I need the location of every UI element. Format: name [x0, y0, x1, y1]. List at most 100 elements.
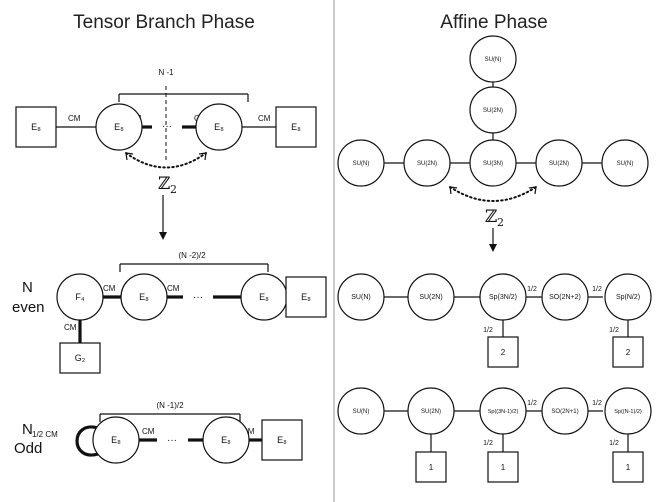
svg-text:SU(3N): SU(3N) [483, 161, 503, 167]
affine-z2-label: ℤ [485, 207, 497, 227]
svg-text:2: 2 [626, 348, 631, 357]
affine-quiver: SU(N) SU(2N) SU(N) SU(2N) SU(3N) SU(2N) … [337, 35, 649, 229]
svg-text:1/2: 1/2 [609, 327, 619, 334]
even-r-box-b: 2 [612, 336, 644, 368]
svg-text:E₈: E₈ [31, 122, 41, 132]
affine-node-4: SU(2N) [535, 139, 583, 187]
svg-text:2: 2 [170, 183, 177, 196]
svg-text:CM: CM [242, 427, 255, 436]
svg-text:2: 2 [501, 348, 506, 357]
svg-text:E₈: E₈ [114, 122, 124, 132]
svg-text:E₈: E₈ [259, 292, 269, 302]
svg-text:CM: CM [142, 427, 155, 436]
odd-r-box-a: 1 [415, 451, 447, 483]
affine-node-5: SU(N) [601, 139, 649, 187]
odd-r-node-5: Sp((N-1)/2) [604, 387, 652, 435]
even-chain: N even (N -2)/2 CM CM CM CM ··· F₄ E₈ E₈ [12, 251, 327, 374]
svg-text:CM: CM [64, 323, 77, 332]
svg-text:CM: CM [258, 114, 271, 123]
svg-text:SU(2N): SU(2N) [419, 294, 442, 301]
top-right-frame: E₈ [275, 106, 317, 148]
odd-brace-label: (N -1)/2 [156, 401, 184, 410]
odd-n: N [22, 421, 33, 438]
even-node-2: E₈ [240, 273, 288, 321]
svg-text:···: ··· [193, 292, 203, 303]
even-brace-label: (N -2)/2 [178, 251, 206, 260]
svg-text:1/2: 1/2 [483, 327, 493, 334]
right-title: Affine Phase [440, 12, 547, 33]
even-label: even [12, 299, 45, 316]
svg-text:1/2: 1/2 [527, 400, 537, 407]
svg-text:SU(N): SU(N) [485, 57, 502, 63]
top-chain: N -1 CM CM CM CM ··· E₈ E₈ E₈ E₈ ℤ 2 [15, 68, 317, 196]
ellipsis: ··· [162, 121, 172, 132]
odd-r-node-4: SO(2N+1) [541, 387, 589, 435]
svg-text:Sp(N/2): Sp(N/2) [616, 294, 640, 301]
svg-text:1/2: 1/2 [483, 440, 493, 447]
odd-r-node-2: SU(2N) [407, 387, 455, 435]
even-r-node-5: Sp(N/2) [604, 273, 652, 321]
svg-text:F₄: F₄ [75, 292, 84, 302]
svg-text:E₈: E₈ [277, 435, 287, 445]
odd-node-1: E₈ [92, 416, 140, 464]
even-r-node-4: SO(2N+2) [541, 273, 589, 321]
svg-text:CM: CM [68, 114, 81, 123]
even-frame: E₈ [285, 276, 327, 318]
svg-text:Sp((3N-1)/2): Sp((3N-1)/2) [488, 409, 519, 415]
svg-text:SU(2N): SU(2N) [417, 161, 437, 167]
odd-chain: N Odd (N -1)/2 1/2 CM CM CM ··· E₈ E₈ E₈ [14, 401, 303, 464]
svg-text:1/2: 1/2 [527, 286, 537, 293]
svg-text:1/2: 1/2 [592, 400, 602, 407]
z2-arc [125, 152, 207, 169]
svg-text:E₈: E₈ [214, 122, 224, 132]
svg-text:SU(2N): SU(2N) [549, 161, 569, 167]
even-r-node-3: Sp(3N/2) [479, 273, 527, 321]
svg-text:E₈: E₈ [221, 435, 231, 445]
even-node-1: E₈ [120, 273, 168, 321]
svg-text:SO(2N+2): SO(2N+2) [549, 294, 581, 301]
g2-node: G₂ [59, 342, 101, 374]
affine-top-node: SU(N) [469, 35, 517, 83]
even-n: N [22, 279, 33, 296]
even-r-box-a: 2 [487, 336, 519, 368]
svg-text:E₈: E₈ [291, 122, 301, 132]
z2-label: ℤ [158, 174, 170, 194]
even-right-quiver: 1/2 1/2 1/2 1/2 SU(N) SU(2N) Sp(3N/2) SO… [337, 273, 652, 368]
svg-text:SU(2N): SU(2N) [483, 108, 503, 114]
svg-text:SU(2N): SU(2N) [421, 409, 441, 415]
svg-text:SU(N): SU(N) [351, 294, 370, 301]
top-left-frame: E₈ [15, 106, 57, 148]
svg-text:E₈: E₈ [139, 292, 149, 302]
odd-r-node-3: Sp((3N-1)/2) [479, 387, 527, 435]
svg-text:G₂: G₂ [75, 353, 86, 363]
svg-text:1/2: 1/2 [609, 440, 619, 447]
svg-text:CM: CM [167, 284, 180, 293]
svg-text:SU(N): SU(N) [617, 161, 634, 167]
even-r-node-2: SU(2N) [407, 273, 455, 321]
odd-r-box-b: 1 [487, 451, 519, 483]
affine-node-3: SU(3N) [469, 139, 517, 187]
odd-label: Odd [14, 440, 42, 457]
top-right-node: E₈ [195, 103, 243, 151]
even-r-node-1: SU(N) [337, 273, 385, 321]
svg-text:2: 2 [497, 216, 504, 229]
odd-loop [75, 425, 99, 457]
svg-text:SU(N): SU(N) [353, 161, 370, 167]
odd-node-2: E₈ [202, 416, 250, 464]
svg-text:SO(2N+1): SO(2N+1) [551, 409, 578, 415]
svg-text:1/2: 1/2 [592, 286, 602, 293]
svg-text:Sp(3N/2): Sp(3N/2) [489, 294, 517, 301]
svg-text:E₈: E₈ [301, 292, 311, 302]
affine-node-1: SU(N) [337, 139, 385, 187]
odd-loop-label: 1/2 CM [32, 430, 58, 439]
svg-text:1: 1 [501, 463, 506, 472]
affine-node-2: SU(2N) [403, 139, 451, 187]
left-title: Tensor Branch Phase [73, 12, 255, 33]
svg-text:1: 1 [429, 463, 434, 472]
affine-mid-node: SU(2N) [469, 86, 517, 134]
odd-r-box-c: 1 [612, 451, 644, 483]
odd-right-quiver: 1/2 1/2 1/2 1/2 SU(N) SU(2N) Sp((3N-1)/2… [337, 387, 652, 483]
top-left-node: E₈ [95, 103, 143, 151]
f4-node: F₄ [56, 273, 104, 321]
